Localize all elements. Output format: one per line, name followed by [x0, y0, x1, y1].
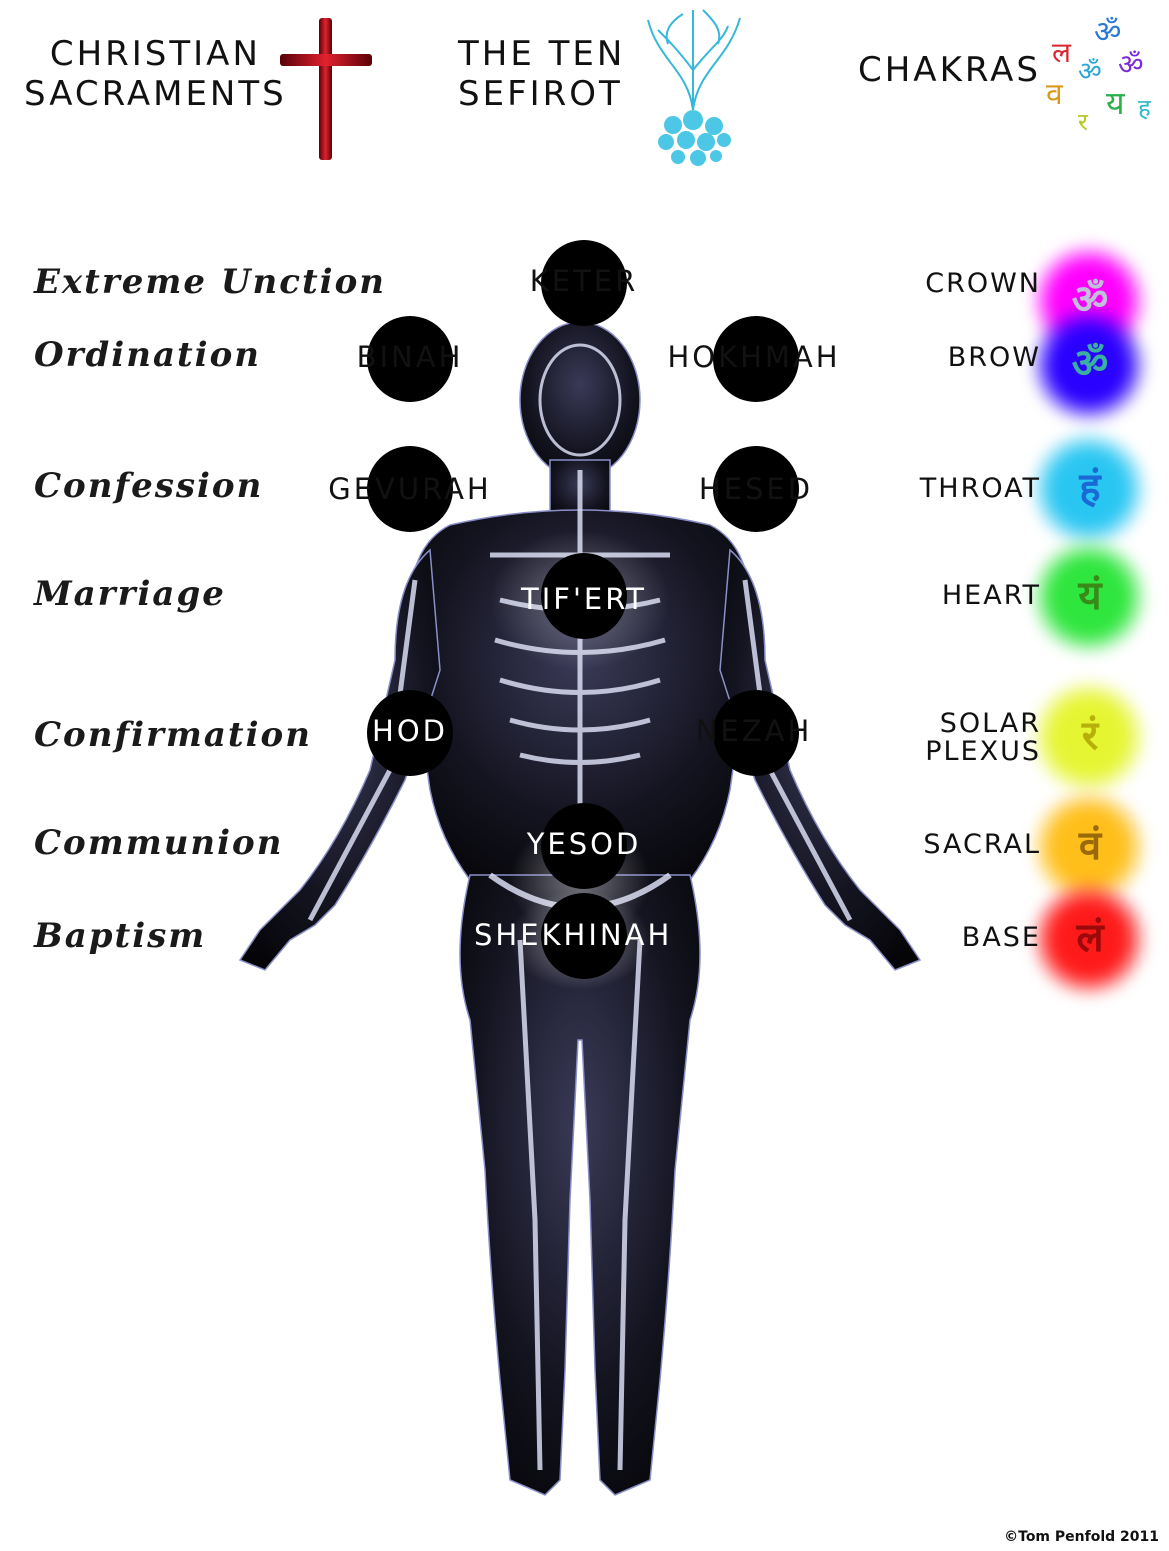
svg-text:र: र [1078, 108, 1089, 136]
sefira-hokhmah-node [713, 316, 799, 402]
cross-icon [280, 18, 372, 160]
chakra-brow-label: BROW [947, 342, 1041, 373]
svg-text:ल: ल [1052, 36, 1072, 69]
chakra-sacral-label: SACRAL [923, 829, 1041, 860]
copyright-credit: ©Tom Penfold 2011 [1004, 1529, 1159, 1545]
header-line: THE TEN [458, 34, 626, 74]
svg-text:ह: ह [1138, 94, 1152, 122]
sefira-hesed-node [713, 446, 799, 532]
sefira-nezah-label: NEZAH [695, 714, 813, 748]
sefira-shekhinah-label: SHEKHINAH [474, 918, 673, 952]
sefira-gevurah-node [367, 446, 453, 532]
svg-text:य: य [1106, 84, 1126, 122]
sefira-gevurah-label: GEVURAH [328, 472, 492, 506]
header-line: CHRISTIAN [49, 34, 261, 74]
chakra-throat-glow [1032, 432, 1146, 546]
sefira-keter-label: KETER [529, 264, 639, 298]
sefira-nezah-node [713, 690, 799, 776]
header-ten-sefirot: THE TEN SEFIROT [458, 34, 625, 114]
svg-text:ॐ: ॐ [1118, 48, 1144, 81]
chakra-heart-icon: यं [1078, 572, 1102, 619]
sefira-tiferet-node [541, 553, 627, 639]
chakra-crown-label: CROWN [925, 268, 1041, 299]
sacrament-confession: Confession [34, 466, 264, 506]
chakra-sacral-icon: वं [1078, 822, 1102, 869]
sefira-binah-node [367, 316, 453, 402]
sefira-hesed-label: HESED [698, 472, 814, 506]
sefira-hod-node [367, 690, 453, 776]
chakra-solar-plexus-label: SOLAR PLEXUS [925, 710, 1041, 766]
chakra-heart-label: HEART [941, 580, 1041, 611]
sacrament-ordination: Ordination [34, 335, 261, 375]
chakra-brow-icon: ॐ [1071, 340, 1109, 387]
sacrament-extreme-unction: Extreme Unction [34, 262, 386, 302]
svg-text:ॐ: ॐ [1078, 57, 1102, 87]
tree-of-life-icon [647, 9, 741, 166]
chakra-base-glow [1032, 882, 1146, 996]
chakra-solar-line: SOLAR [939, 708, 1041, 739]
chakra-solar-plexus-icon: रं [1081, 712, 1099, 759]
sacrament-communion: Communion [34, 823, 284, 863]
chakra-plexus-line: PLEXUS [925, 736, 1041, 767]
sefira-tiferet-label: TIF'ERT [521, 582, 647, 616]
chakra-crown-icon: ॐ [1071, 276, 1109, 323]
chakra-symbols-icon: ॐ ल ॐ ॐ व य र ह [1046, 15, 1152, 136]
chakra-base-icon: लं [1076, 914, 1104, 961]
sefira-keter-node [541, 240, 627, 326]
sacrament-marriage: Marriage [34, 574, 226, 614]
chakra-throat-icon: हं [1079, 464, 1101, 511]
svg-text:व: व [1046, 77, 1064, 112]
sacrament-confirmation: Confirmation [34, 715, 312, 755]
sefira-yesod-node [541, 803, 627, 889]
header-chakras: CHAKRAS [858, 50, 1041, 90]
header-line: SACRAMENTS [24, 74, 287, 114]
sacrament-baptism: Baptism [34, 916, 207, 956]
chakra-heart-glow [1032, 540, 1146, 654]
sefira-shekhinah-node [541, 893, 627, 979]
chakra-solar-plexus-glow [1032, 680, 1146, 794]
svg-text:ॐ: ॐ [1094, 15, 1121, 50]
chakra-base-label: BASE [961, 922, 1041, 953]
sefira-hokhmah-label: HOKHMAH [667, 340, 841, 374]
chakra-throat-label: THROAT [919, 473, 1041, 504]
sefira-yesod-label: YESOD [526, 827, 642, 861]
sefira-binah-label: BINAH [356, 340, 464, 374]
header-christian-sacraments: CHRISTIAN SACRAMENTS [24, 34, 287, 114]
chakra-brow-glow [1032, 308, 1146, 422]
header-line: SEFIROT [458, 74, 623, 114]
sefira-hod-label: HOD [372, 714, 448, 748]
